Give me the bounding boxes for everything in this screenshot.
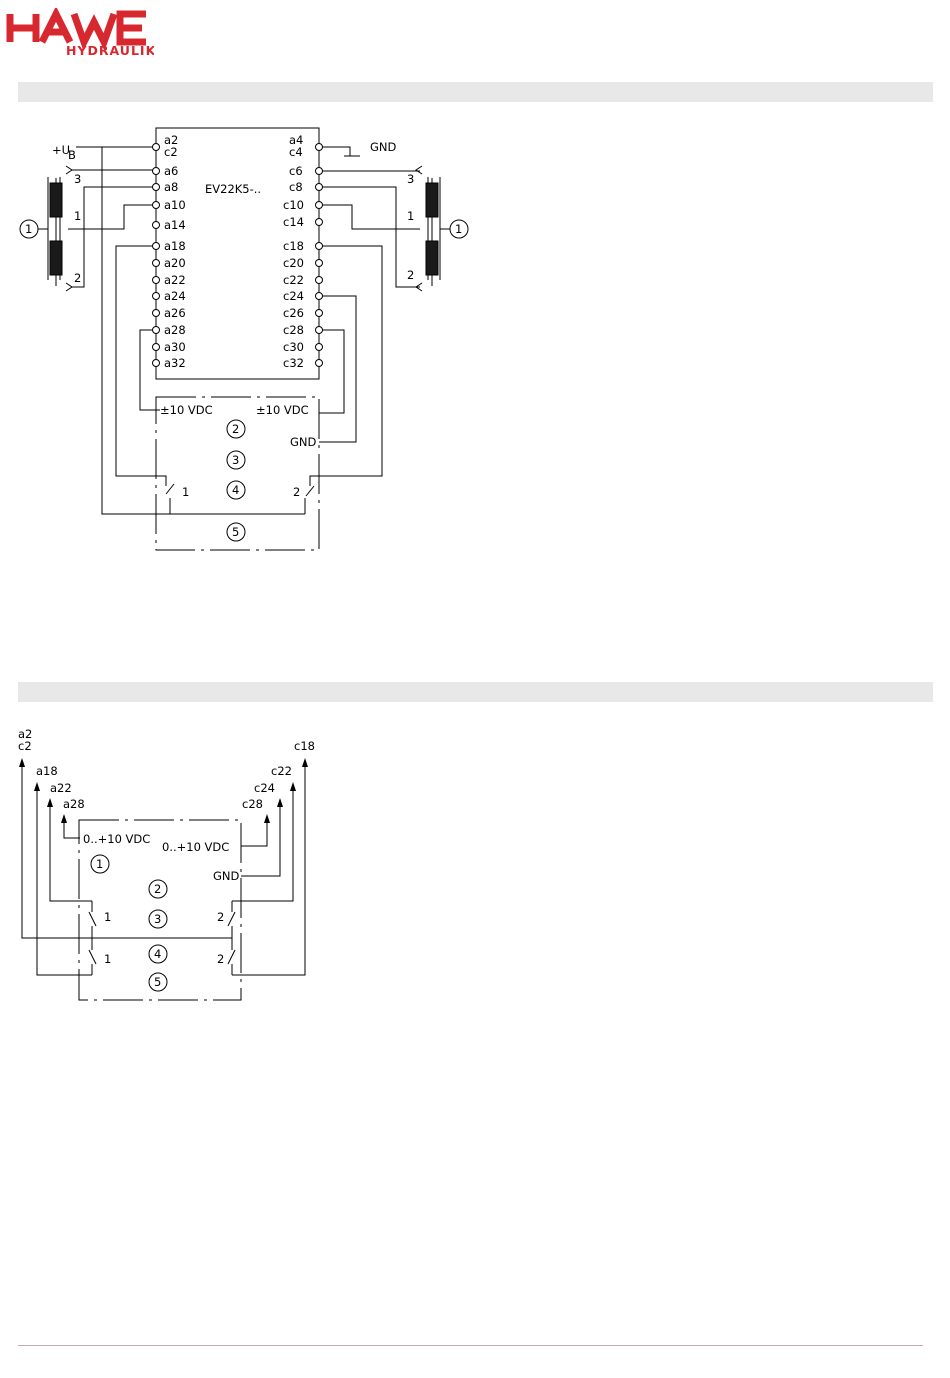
gnd-top-label: GND — [370, 140, 397, 154]
pin-label-c28: c28 — [283, 323, 304, 337]
wire-c28-vdc-right — [319, 330, 344, 413]
label-a28: a28 — [63, 797, 85, 811]
wire-a22 — [50, 807, 92, 901]
logo-subtitle: HYDRAULIK — [66, 43, 154, 58]
callout2-5-text: 5 — [154, 975, 161, 989]
switch-1 — [156, 476, 174, 514]
switch-lower-right — [228, 938, 235, 975]
label-c28: c28 — [242, 797, 263, 811]
hawe-logo: HYDRAULIK — [4, 8, 154, 58]
pin-label-c22: c22 — [283, 273, 304, 287]
supply-to-switch2-wire — [102, 147, 305, 514]
gnd-box-label: GND — [290, 435, 317, 449]
pin-label-a32: a32 — [164, 356, 186, 370]
wire-a28-vdc-left — [140, 330, 160, 410]
switch-2-label: 2 — [293, 485, 300, 499]
pin-label-c4: c4 — [289, 145, 303, 159]
callout2-2-text: 2 — [154, 882, 161, 896]
pin-label-c8: c8 — [289, 180, 303, 194]
left-solenoid-coil-b — [50, 241, 62, 275]
pin-label-a20: a20 — [164, 256, 186, 270]
top-label-c2: c2 — [18, 739, 32, 753]
footer-rule — [18, 1345, 923, 1346]
label-a18: a18 — [36, 764, 58, 778]
right-solenoid-coil-b — [426, 241, 438, 275]
wire-c24-gnd — [319, 296, 356, 442]
callout2-1-text: 1 — [96, 857, 103, 871]
pin-label-a6: a6 — [164, 164, 178, 178]
vdc-right-label: ±10 VDC — [256, 403, 309, 417]
terminal-diagram-ev22k5: EV22K5-.. a2 c2 a6 a8 a10 a14 a18 a20 a2… — [0, 110, 500, 570]
wire-c28 — [241, 823, 267, 846]
pin-label-a10: a10 — [164, 198, 186, 212]
external-wiring-diagram: a2 c2 a18 a22 a28 c18 c22 c24 c28 0..+10… — [0, 720, 340, 1010]
left-coil-pin-2: 2 — [74, 271, 81, 285]
pin-label-a30: a30 — [164, 340, 186, 354]
pin-label-a28: a28 — [164, 323, 186, 337]
callout2-4-text: 4 — [154, 947, 161, 961]
callout-3-text: 3 — [232, 453, 239, 467]
callout-4-text: 4 — [232, 483, 239, 497]
pin-label-c6: c6 — [289, 164, 303, 178]
pin-label-a24: a24 — [164, 289, 186, 303]
left-solenoid-coil-a — [50, 183, 62, 217]
callout-1-left-text: 1 — [25, 222, 32, 236]
callout2-3-text: 3 — [154, 912, 161, 926]
switch-upper-right-label: 2 — [217, 910, 224, 924]
callout-2-text: 2 — [232, 422, 239, 436]
wire-c24 — [241, 807, 280, 876]
pin-label-a22: a22 — [164, 273, 186, 287]
section-header-band-1 — [18, 82, 933, 102]
label-c18: c18 — [294, 739, 315, 753]
gnd-box-label-2: GND — [213, 869, 240, 883]
switch-2 — [305, 476, 319, 514]
switch-1-label: 1 — [182, 485, 189, 499]
switch-upper-left — [89, 901, 96, 938]
module-label: EV22K5-.. — [205, 182, 261, 196]
pin-label-c30: c30 — [283, 340, 304, 354]
vdc-left-label: ±10 VDC — [160, 403, 213, 417]
wire-a18-switch1 — [116, 246, 156, 476]
pin-label-c32: c32 — [283, 356, 304, 370]
vdc-left-label-2: 0..+10 VDC — [83, 832, 150, 846]
pin-label-c20: c20 — [283, 256, 304, 270]
callout-1-right-text: 1 — [455, 222, 462, 236]
pin-label-a18: a18 — [164, 239, 186, 253]
switch-lower-right-label: 2 — [217, 952, 224, 966]
switch-lower-left — [89, 938, 96, 975]
pin-label-c24: c24 — [283, 289, 304, 303]
ground-symbol — [323, 147, 361, 156]
switch-upper-left-label: 1 — [104, 910, 111, 924]
supply-subscript: B — [68, 148, 76, 162]
vdc-right-label-2: 0..+10 VDC — [162, 840, 229, 854]
right-coil-wire-1 — [323, 205, 421, 229]
label-c24: c24 — [254, 781, 275, 795]
label-c22: c22 — [271, 764, 292, 778]
pin-label-a14: a14 — [164, 218, 186, 232]
label-a22: a22 — [50, 781, 72, 795]
pin-label-a26: a26 — [164, 306, 186, 320]
pin-label-a8: a8 — [164, 180, 178, 194]
pin-label-c14: c14 — [283, 215, 304, 229]
pin-label-c26: c26 — [283, 306, 304, 320]
switch-upper-right — [228, 901, 235, 938]
pin-label-c10: c10 — [283, 198, 304, 212]
wire-a28 — [64, 823, 80, 838]
callout-5-text: 5 — [232, 525, 239, 539]
left-coil-pin-3: 3 — [74, 172, 81, 186]
right-coil-pin-1: 1 — [407, 209, 414, 223]
section-header-band-2 — [18, 682, 933, 702]
pin-label-c2: c2 — [164, 145, 178, 159]
right-coil-pin-2: 2 — [407, 268, 414, 282]
right-solenoid-coil-a — [426, 183, 438, 217]
switch-lower-left-label: 1 — [104, 952, 111, 966]
right-coil-pin-3: 3 — [407, 172, 414, 186]
left-coil-pin-1: 1 — [74, 209, 81, 223]
pin-label-c18: c18 — [283, 239, 304, 253]
